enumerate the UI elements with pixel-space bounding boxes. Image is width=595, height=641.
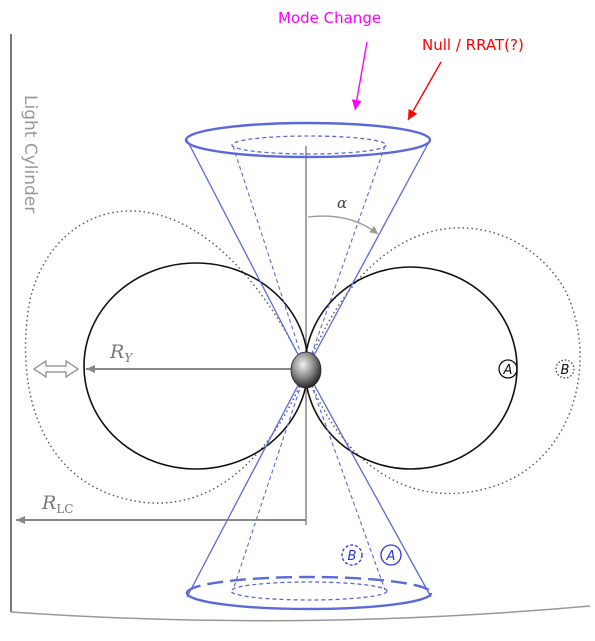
outer-left-field-line bbox=[24, 210, 307, 504]
svg-text:B: B bbox=[348, 549, 357, 564]
region-b-marker: B bbox=[555, 359, 575, 379]
outer-dotted-field-lines bbox=[24, 210, 581, 504]
upper-cone-inner-left bbox=[232, 145, 307, 371]
alpha-label: α bbox=[337, 194, 347, 212]
cone-region-b-marker: B bbox=[341, 544, 363, 566]
light-cylinder-base bbox=[10, 605, 591, 622]
svg-text:A: A bbox=[386, 549, 396, 564]
neutron-star bbox=[290, 351, 322, 389]
mode-change-label: Mode Change bbox=[278, 9, 381, 27]
upper-cone-inner-right bbox=[305, 145, 386, 371]
lower-cone-outer-left bbox=[186, 369, 307, 598]
cone-region-a-marker: A bbox=[380, 544, 402, 566]
light-cylinder-label: Light Cylinder bbox=[20, 95, 40, 213]
null-rrat-label: Null / RRAT(?) bbox=[422, 36, 524, 54]
double-arrow-icon bbox=[32, 359, 80, 379]
upper-emission-cone bbox=[184, 121, 432, 371]
region-a-marker: A bbox=[498, 359, 518, 379]
alpha-arc bbox=[307, 215, 379, 235]
inner-left-field-loop bbox=[83, 262, 309, 470]
svg-text:B: B bbox=[561, 363, 570, 378]
upper-cone-outer-right bbox=[305, 139, 431, 371]
svg-text:A: A bbox=[503, 363, 513, 378]
null-rrat-arrow bbox=[407, 61, 442, 121]
light-cylinder bbox=[10, 34, 591, 622]
upper-cone-rim bbox=[184, 121, 432, 159]
upper-cone-outer-left bbox=[186, 139, 307, 371]
lower-cone-inner-right bbox=[305, 369, 386, 591]
lower-cone-rim-back bbox=[185, 575, 433, 594]
lower-emission-cone bbox=[185, 369, 433, 611]
inner-right-field-loop bbox=[304, 266, 518, 470]
upper-cone-inner-rim bbox=[231, 135, 387, 155]
r-y-label: RY bbox=[109, 341, 133, 365]
lower-cone-outer-right bbox=[305, 369, 432, 598]
r-lc-label: RLC bbox=[41, 492, 73, 516]
outer-right-field-line bbox=[305, 227, 581, 495]
lower-cone-rim-front bbox=[185, 592, 433, 611]
lower-cone-inner-left bbox=[232, 369, 307, 591]
lower-cone-inner-rim bbox=[230, 581, 388, 601]
mode-change-arrow bbox=[351, 41, 368, 111]
